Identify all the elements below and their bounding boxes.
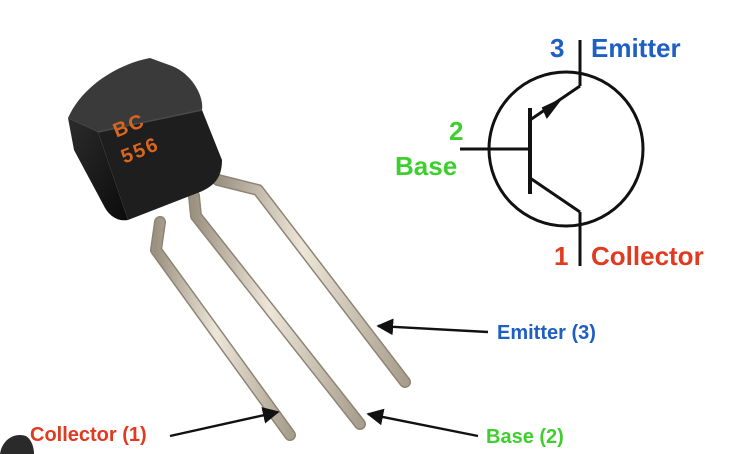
emitter-arrow-icon xyxy=(541,99,561,119)
collector-diagonal xyxy=(529,176,581,214)
body-top-face xyxy=(68,58,203,132)
transistor-leads xyxy=(150,174,411,441)
transistor-body xyxy=(68,58,222,221)
symbol-base-label: Base xyxy=(395,151,458,181)
body-side-face xyxy=(98,110,222,220)
corner-decoration xyxy=(0,434,34,454)
emitter-pointer-arrow xyxy=(376,318,489,336)
body-front-face xyxy=(68,118,128,221)
collector-pointer-arrow xyxy=(169,407,280,438)
symbol-base-number: 2 xyxy=(449,116,464,146)
base-pointer-arrow xyxy=(366,408,479,438)
symbol-emitter-label: Emitter xyxy=(591,33,681,63)
pin-collector-label: Collector (1) xyxy=(30,424,147,446)
symbol-emitter-number: 3 xyxy=(550,33,565,63)
transistor-symbol xyxy=(460,40,645,266)
symbol-collector-label: Collector xyxy=(591,241,704,271)
pin-emitter-label: Emitter (3) xyxy=(497,322,596,344)
pin-base-label: Base (2) xyxy=(486,426,564,448)
pointer-arrows xyxy=(169,318,489,438)
symbol-collector-number: 1 xyxy=(554,241,569,271)
